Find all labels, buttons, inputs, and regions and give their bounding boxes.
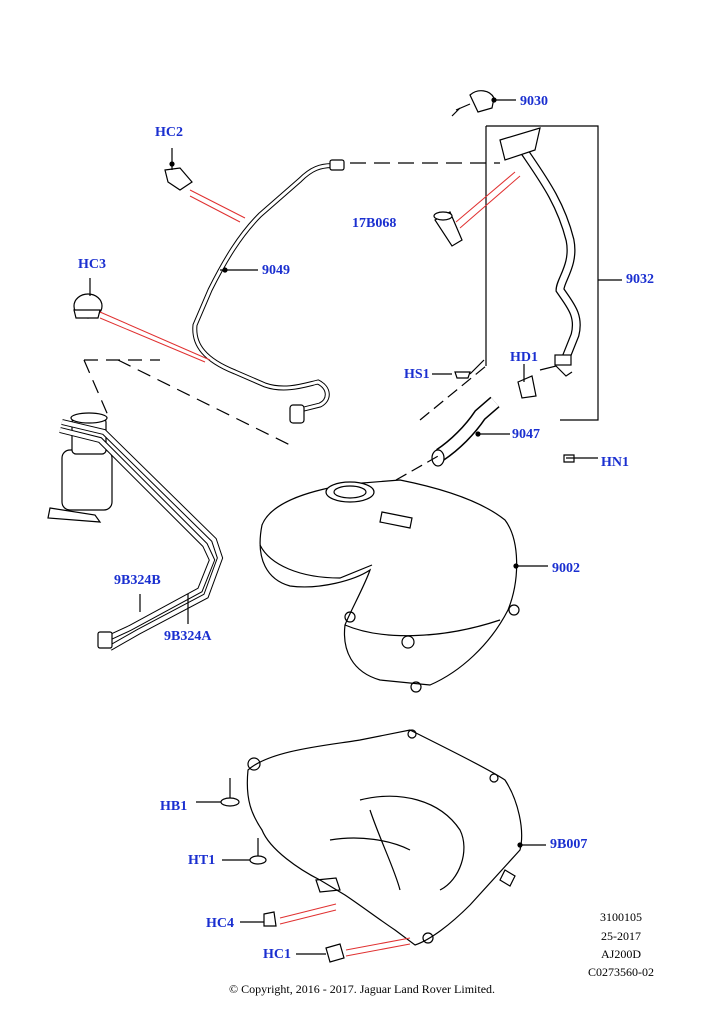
label-hc2: HC2	[155, 125, 183, 140]
label-hc3: HC3	[78, 257, 106, 272]
label-9b324a: 9B324A	[164, 629, 212, 644]
label-9b007: 9B007	[550, 837, 588, 852]
red-leaders	[99, 171, 521, 957]
label-9047: 9047	[512, 427, 540, 442]
label-9002: 9002	[552, 561, 580, 576]
label-9030: 9030	[520, 94, 548, 109]
hb1-bolt	[196, 778, 240, 807]
heat-shield-9b007	[246, 729, 523, 946]
label-hs1: HS1	[404, 367, 430, 382]
part-9030-shape	[451, 90, 495, 117]
label-hc1: HC1	[263, 947, 291, 962]
copyright-text: © Copyright, 2016 - 2017. Jaguar Land Ro…	[228, 982, 496, 996]
fuel-lines-9b324	[59, 419, 224, 651]
part-hc3-shape	[73, 278, 103, 319]
fuel-line-9049	[192, 159, 345, 424]
label-17b068: 17B068	[352, 216, 397, 231]
meta-code-4: C0273560-02	[588, 965, 654, 979]
label-hd1: HD1	[510, 350, 538, 365]
part-hc2-shape	[164, 148, 193, 191]
filler-pipe-9032	[499, 127, 581, 366]
hs1-screw	[454, 359, 485, 379]
hc4-clip	[240, 911, 277, 927]
label-ht1: HT1	[188, 853, 216, 868]
hose-9047	[431, 396, 500, 467]
label-9032: 9032	[626, 272, 654, 287]
hd1-part	[517, 375, 537, 399]
label-hc4: HC4	[206, 916, 234, 931]
meta-code-1: 3100105	[600, 910, 642, 924]
bracket-9032	[486, 125, 599, 421]
hc1-clip	[296, 943, 345, 963]
label-hb1: HB1	[160, 799, 188, 814]
meta-code-2: 25-2017	[601, 929, 641, 943]
ht1-bolt	[222, 838, 267, 865]
fuel-tank-9002	[259, 479, 520, 693]
label-9049: 9049	[262, 263, 290, 278]
label-9b324b: 9B324B	[114, 573, 161, 588]
label-hn1: HN1	[601, 455, 629, 470]
meta-code-3: AJ200D	[600, 947, 641, 961]
part-17b068-shape	[433, 211, 463, 247]
